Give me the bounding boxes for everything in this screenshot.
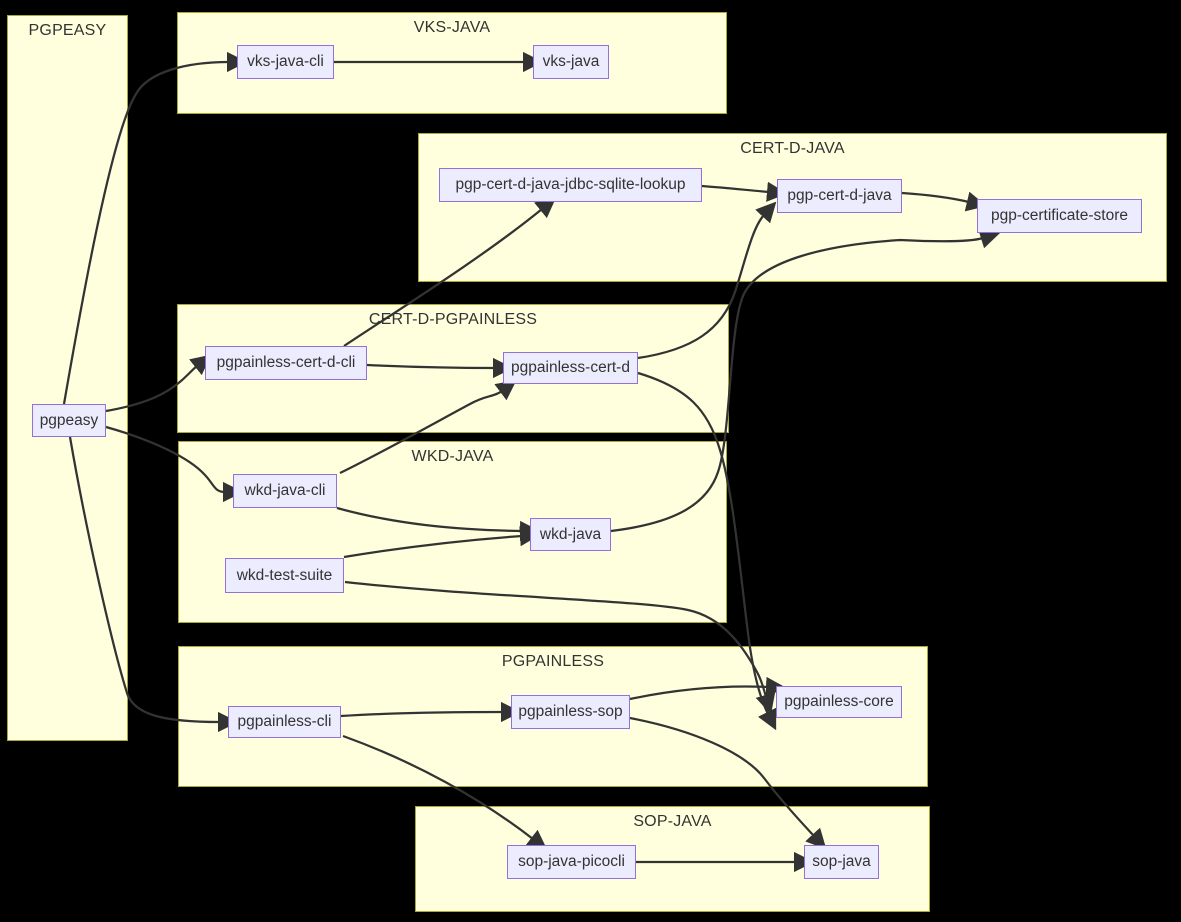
edge-pgpainless-cert-d-to-pgpainless-core — [637, 371, 777, 731]
edge-pgpainless-sop-to-pgpainless-core — [629, 676, 787, 701]
edge-pgpainless-cert-d-cli-to-pgp-cert-d-java-jdbc-sqlite-lookup — [343, 197, 557, 347]
edge-wkd-test-suite-to-wkd-java — [343, 526, 541, 559]
cluster-label-sop-java: SOP-JAVA — [633, 813, 712, 830]
edge-pgpeasy-to-pgpainless-cert-d-cli — [105, 354, 212, 413]
edge-pgpainless-sop-to-sop-java — [629, 716, 827, 850]
node-pgpainless-sop: pgpainless-sop — [511, 695, 630, 729]
node-pgpainless-cert-d-cli: pgpainless-cert-d-cli — [205, 346, 367, 380]
edge-pgpainless-cli-to-sop-java-picocli — [342, 734, 548, 851]
node-vks-java-cli: vks-java-cli — [237, 45, 334, 79]
cluster-label-cert-d-java: CERT-D-JAVA — [740, 140, 845, 157]
node-pgp-cert-d-java-jdbc-sqlite-lookup: pgp-cert-d-java-jdbc-sqlite-lookup — [439, 168, 702, 202]
edge-pgp-cert-d-java-jdbc-sqlite-lookup-to-pgp-cert-d-java — [701, 181, 788, 202]
edge-pgpeasy-to-vks-java-cli — [62, 51, 248, 405]
node-pgpainless-cli: pgpainless-cli — [228, 706, 341, 738]
edge-wkd-test-suite-to-pgpainless-core — [344, 580, 776, 715]
node-wkd-test-suite: wkd-test-suite — [225, 558, 344, 593]
edge-pgpainless-cert-d-to-pgp-cert-d-java — [637, 201, 777, 360]
edge-pgp-cert-d-java-to-pgp-certificate-store — [901, 191, 987, 212]
node-pgp-certificate-store: pgp-certificate-store — [977, 199, 1142, 233]
edge-pgpainless-cli-to-pgpainless-sop — [340, 701, 522, 723]
node-pgp-cert-d-java: pgp-cert-d-java — [777, 179, 902, 213]
node-wkd-java: wkd-java — [530, 518, 611, 551]
node-pgpeasy: pgpeasy — [32, 404, 106, 437]
cluster-label-cert-d-pgpainless: CERT-D-PGPAINLESS — [368, 311, 538, 328]
node-pgpainless-cert-d: pgpainless-cert-d — [503, 352, 638, 384]
cluster-label-wkd-java: WKD-JAVA — [411, 448, 494, 465]
node-wkd-java-cli: wkd-java-cli — [233, 474, 337, 508]
edge-wkd-java-to-pgp-certificate-store — [610, 228, 1001, 533]
node-pgpainless-core: pgpainless-core — [776, 686, 902, 718]
edge-pgpeasy-to-pgpainless-cli — [68, 436, 239, 733]
cluster-label-vks-java: VKS-JAVA — [413, 19, 491, 36]
cluster-label-pgpeasy-group: PGPEASY — [28, 22, 107, 39]
edge-wkd-java-cli-to-pgpainless-cert-d — [339, 380, 517, 475]
edge-pgpainless-cert-d-cli-to-pgpainless-cert-d — [366, 357, 514, 379]
node-vks-java: vks-java — [533, 45, 609, 79]
edge-pgpeasy-to-wkd-java-cli — [105, 425, 244, 503]
edge-wkd-java-cli-to-wkd-java — [336, 506, 541, 542]
node-sop-java-picocli: sop-java-picocli — [507, 845, 636, 879]
node-sop-java: sop-java — [804, 845, 879, 879]
cluster-label-pgpainless: PGPAINLESS — [501, 653, 605, 670]
